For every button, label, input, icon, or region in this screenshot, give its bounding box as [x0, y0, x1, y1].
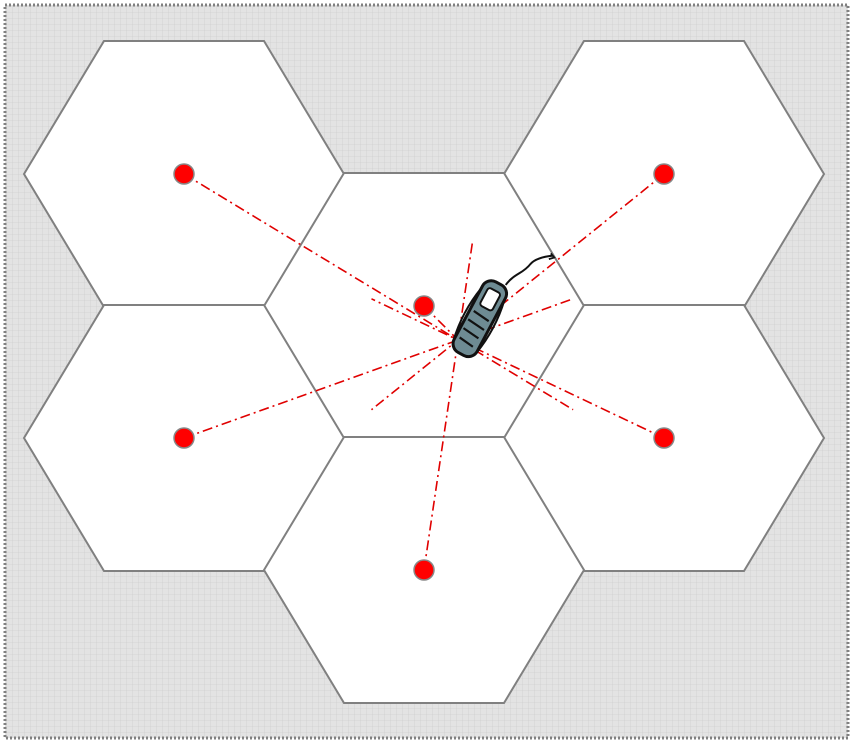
signal-line-top-left — [183, 173, 574, 411]
base-stations — [173, 163, 675, 581]
signal-line-middle-left — [183, 298, 574, 439]
phone-keypad — [459, 310, 490, 348]
phone-screen — [479, 287, 501, 312]
base-station-center — [413, 295, 435, 317]
base-station-bottom — [413, 559, 435, 581]
signal-line-middle-right — [371, 298, 665, 439]
diagram-frame — [3, 3, 850, 740]
base-station-top-left — [173, 163, 195, 185]
base-station-middle-left — [173, 427, 195, 449]
phone-sketch-lines — [452, 287, 506, 354]
phone-antenna — [504, 254, 554, 286]
signal-line-bottom — [423, 243, 474, 571]
base-station-middle-right — [653, 427, 675, 449]
base-station-top-right — [653, 163, 675, 185]
signal-line-top-right — [370, 173, 665, 411]
mobile-phone-icon — [451, 252, 556, 359]
